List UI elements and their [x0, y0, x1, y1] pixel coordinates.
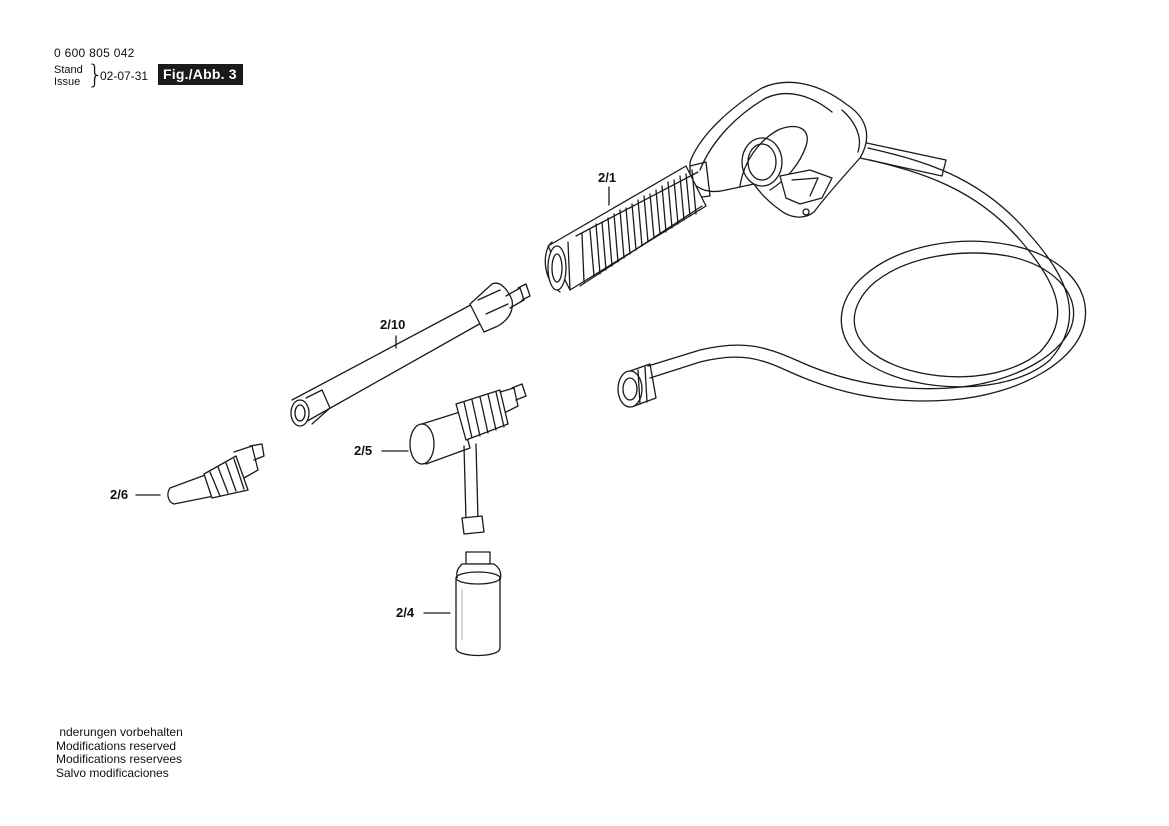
notice-line-es: Salvo modificaciones	[56, 765, 169, 780]
foam-nozzle-drawing	[409, 383, 527, 535]
gun-grip-drawing	[544, 165, 707, 293]
hose-connector	[617, 363, 657, 408]
callout-2-10: 2/10	[380, 317, 406, 332]
hose-drawing	[617, 141, 1087, 408]
spray-nozzle-drawing	[167, 443, 265, 505]
detergent-bottle-drawing	[455, 551, 502, 657]
leader-lines	[135, 186, 610, 614]
issue-label: Issue	[54, 76, 81, 88]
notice-line-fr: Modifications reservees	[56, 752, 183, 766]
lance-drawing	[290, 282, 531, 427]
issue-date: 02-07-31	[100, 69, 149, 83]
callout-2-1: 2/1	[598, 170, 617, 185]
callout-2-6: 2/6	[110, 487, 129, 502]
stand-label: Stand	[54, 64, 83, 76]
trigger-gun-drawing	[689, 81, 868, 218]
notice-line-de: nderungen vorbehalten	[56, 725, 183, 739]
notice-line-en: Modifications reserved	[56, 738, 177, 753]
modifications-notice: nderungen vorbehalten Modifications rese…	[56, 725, 183, 780]
callout-2-5: 2/5	[354, 443, 373, 458]
brace-glyph: }	[87, 60, 104, 90]
part-number: 0 600 805 042	[54, 46, 135, 60]
stand-issue-label: Stand Issue	[54, 64, 83, 88]
figure-badge: Fig./Abb. 3	[158, 64, 243, 85]
callout-2-4: 2/4	[396, 605, 415, 620]
